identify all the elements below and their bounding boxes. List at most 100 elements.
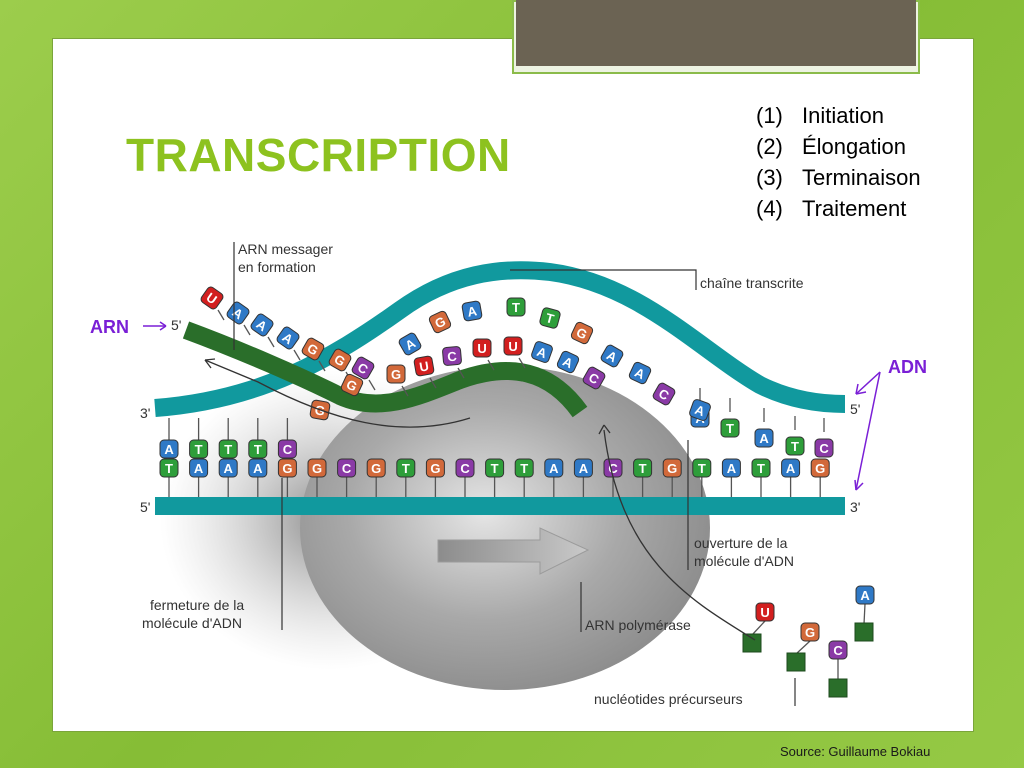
nucleotide-letter: A — [860, 588, 870, 603]
nucleotide-C: C — [442, 346, 462, 366]
nucleotide-G: G — [810, 458, 830, 478]
nucleotide-box — [277, 458, 297, 478]
nucleotide-box — [652, 382, 676, 406]
nucleotide-box — [218, 439, 238, 459]
bond-tick — [318, 360, 326, 372]
nucleotide-box — [828, 640, 848, 660]
nucleotide-T: T — [633, 458, 653, 478]
nucleotide-box — [539, 307, 561, 329]
adn-pointer-top — [855, 371, 881, 395]
steps-list: (1)Initiation (2)Élongation (3)Terminais… — [756, 100, 921, 224]
step-label: Traitement — [802, 196, 907, 221]
nucleotide-G: G — [570, 321, 594, 345]
dna-template-strand — [154, 261, 846, 417]
strands-layer — [154, 261, 846, 515]
closing-flow-arrow — [204, 359, 471, 428]
nucleotide-A: A — [276, 326, 300, 350]
nucleotide-T: T — [785, 436, 805, 456]
nucleotide-U: U — [413, 355, 435, 377]
bond-tick — [487, 359, 495, 371]
adn-pointer-top-head-icon — [855, 383, 867, 395]
nucleotide-T: T — [485, 458, 505, 478]
nucleotide-G: G — [428, 310, 452, 334]
nucleotide-A: A — [600, 344, 624, 368]
nucleotide-box — [366, 458, 386, 478]
nucleotide-letter: G — [282, 461, 292, 476]
nucleotide-C: C — [351, 356, 375, 380]
nucleotide-box — [277, 439, 297, 459]
nucleotide-T: T — [218, 439, 238, 459]
step-label: Initiation — [802, 103, 884, 128]
phosphate-block — [828, 678, 848, 698]
nucleotide-A: A — [398, 332, 422, 356]
nucleotide-letter: A — [786, 461, 796, 476]
nucleotide-box — [328, 348, 352, 372]
polymerase-label: ARN polymérase — [585, 617, 691, 633]
nucleotide-letter: A — [224, 461, 234, 476]
nucleotide-letter: C — [608, 461, 618, 476]
step-number: (1) — [756, 103, 783, 128]
closing-flow-arrowhead-icon — [204, 358, 216, 369]
polymerase-body — [300, 366, 710, 690]
nucleotide-T: T — [514, 458, 534, 478]
nucleotide-letter: C — [833, 643, 843, 658]
bond-tick — [795, 640, 811, 655]
nucleotide-A: A — [556, 350, 580, 374]
nucleotide-box — [633, 458, 653, 478]
nucleotide-C: C — [455, 458, 475, 478]
nucleotide-letter: U — [477, 341, 486, 356]
nucleotide-letter: T — [791, 439, 799, 454]
leader-line-chaine — [510, 269, 697, 290]
nucleotide-T: T — [539, 307, 561, 329]
nucleotide-G: G — [366, 458, 386, 478]
nucleotide-C: C — [828, 640, 848, 660]
nucleotide-letter: G — [805, 625, 815, 640]
nucleotide-box — [301, 337, 325, 361]
nucleotide-G: G — [425, 458, 445, 478]
nucleotide-C: C — [337, 458, 357, 478]
nucleotide-C: C — [814, 438, 834, 458]
nucleotide-box — [248, 439, 268, 459]
nucleotide-box — [248, 458, 268, 478]
nucleotide-letter: C — [283, 442, 293, 457]
adn-pointer-bottom — [855, 371, 881, 491]
bond-ticks-layer — [168, 309, 866, 680]
step-item: (1) Initiation — [756, 100, 921, 131]
nucleotide-letter: G — [314, 402, 327, 419]
bond-tick — [429, 377, 437, 389]
nucleotide-letter: U — [760, 605, 769, 620]
bond-tick — [457, 367, 465, 379]
nucleotide-A: A — [754, 428, 774, 448]
nucleotide-box — [754, 428, 774, 448]
nucleotide-C: C — [277, 439, 297, 459]
nucleotide-box — [544, 458, 564, 478]
nucleotide-T: T — [396, 458, 416, 478]
nucleotide-box — [800, 622, 820, 642]
nucleotide-box — [226, 301, 250, 325]
fermeture-label-1: fermeture de la — [150, 597, 244, 613]
nucleotide-box — [455, 458, 475, 478]
nucleotide-letter: T — [544, 310, 556, 327]
nucleotide-box — [785, 436, 805, 456]
nucleotide-letter: A — [727, 461, 737, 476]
arn-pointer-head-icon — [159, 321, 167, 331]
nucleotide-box — [503, 336, 523, 356]
nucleotide-box — [276, 326, 300, 350]
nucleotide-box — [573, 458, 593, 478]
nucleotide-letter: G — [430, 461, 440, 476]
nucleotide-letter: C — [447, 349, 458, 365]
step-number: (3) — [756, 165, 783, 190]
nucleotide-U: U — [503, 336, 523, 356]
ouverture-label-2: molécule d'ADN — [694, 553, 794, 569]
nucleotide-box — [514, 458, 534, 478]
nucleotide-box — [159, 439, 179, 459]
nucleotide-letter: A — [549, 461, 559, 476]
nucleotide-letter: T — [491, 461, 499, 476]
nucleotide-letter: T — [254, 442, 262, 457]
nucleotide-letter: T — [757, 461, 765, 476]
arn-messager-label-1: ARN messager — [238, 241, 333, 257]
nucleotide-letter: A — [164, 442, 174, 457]
bond-tick — [751, 620, 766, 636]
step-label: Élongation — [802, 134, 906, 159]
